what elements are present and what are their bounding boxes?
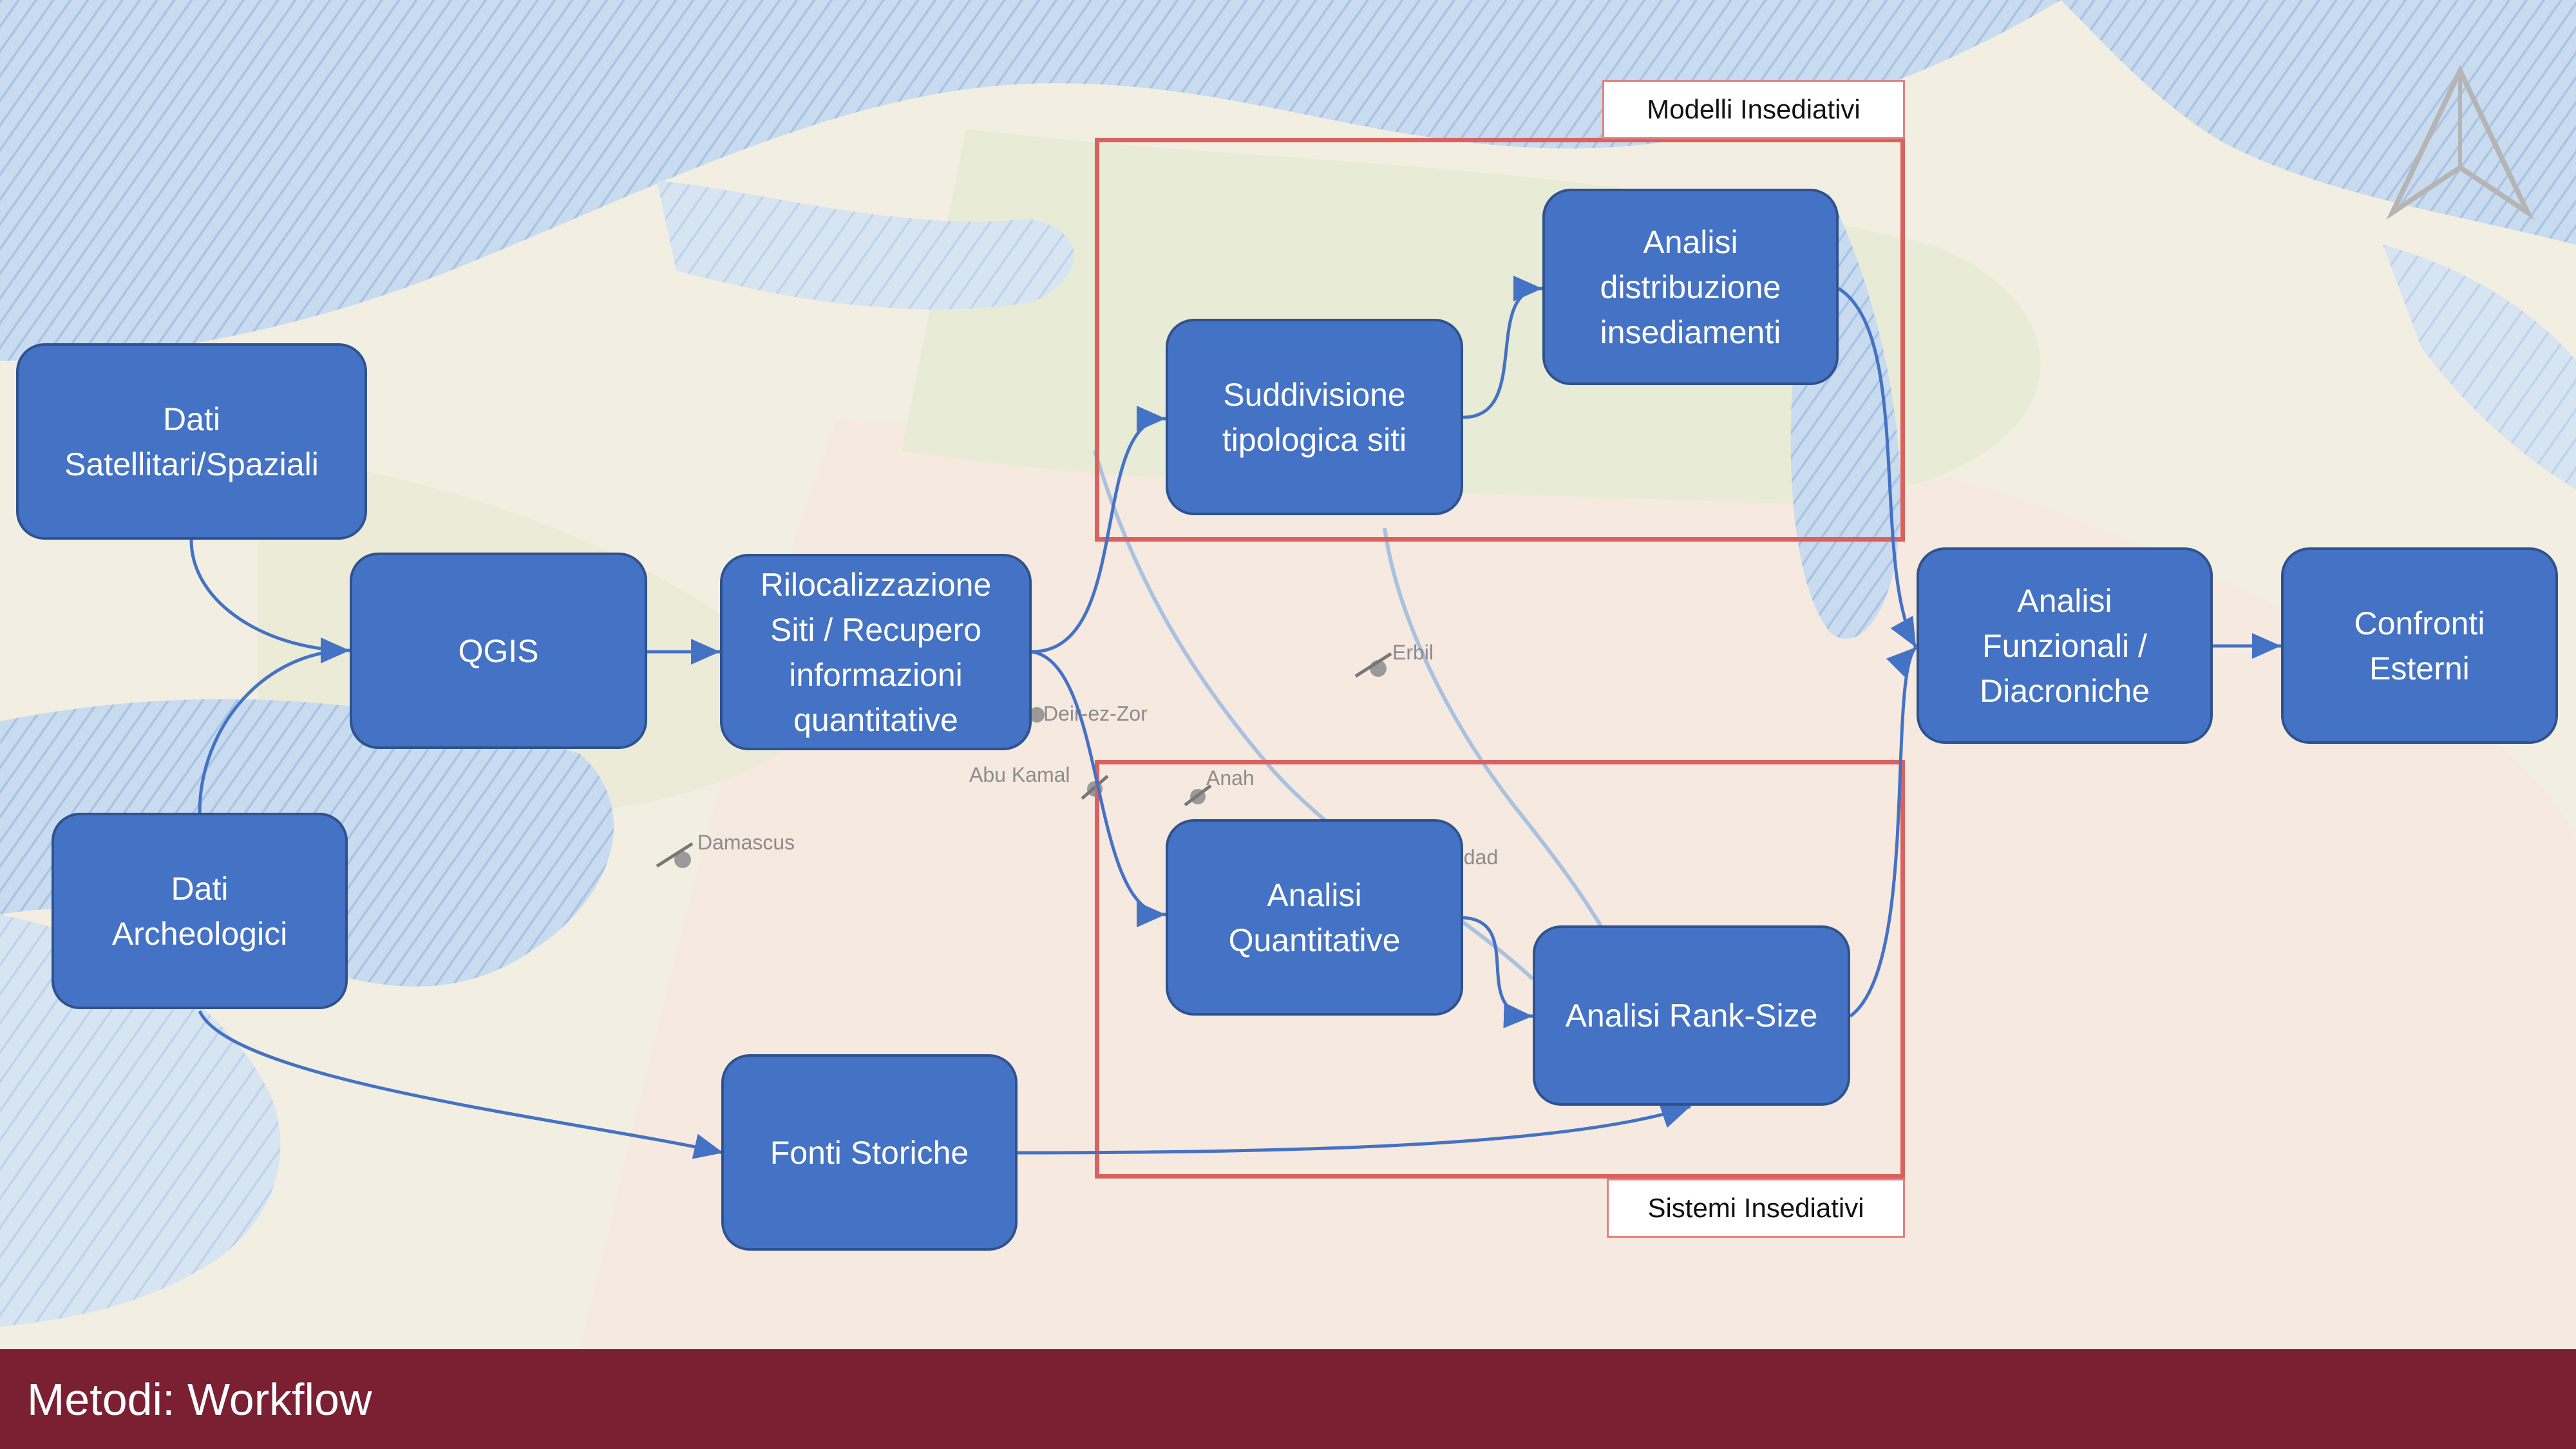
region-label-modelli-insediativi: Modelli Insediativi <box>1602 80 1905 139</box>
map-label-damascus: Damascus <box>697 831 795 854</box>
node-analisi-distribuzione[interactable]: Analisi distribuzione insediamenti <box>1542 189 1839 385</box>
map-label-erbil: Erbil <box>1392 641 1434 664</box>
node-analisi-quantitative[interactable]: Analisi Quantitative <box>1166 819 1463 1016</box>
node-fonti-storiche[interactable]: Fonti Storiche <box>721 1054 1018 1251</box>
node-qgis[interactable]: QGIS <box>350 553 647 749</box>
node-dati-archeologici[interactable]: Dati Archeologici <box>52 813 348 1009</box>
slide-title: Metodi: Workflow <box>27 1374 372 1425</box>
node-analisi-rank-size[interactable]: Analisi Rank-Size <box>1533 925 1850 1106</box>
map-label-deir-ez-zor: Deir-ez-Zor <box>1043 702 1148 725</box>
node-confronti-esterni[interactable]: Confronti Esterni <box>2281 547 2558 744</box>
footer-bar: Metodi: Workflow <box>0 1349 2576 1449</box>
node-analisi-funzionali[interactable]: Analisi Funzionali / Diacroniche <box>1917 547 2213 744</box>
node-dati-satellitari[interactable]: Dati Satellitari/Spaziali <box>16 343 367 540</box>
node-rilocalizzazione[interactable]: Rilocalizzazione Siti / Recupero informa… <box>720 554 1032 750</box>
map-label-abu-kamal: Abu Kamal <box>969 763 1070 786</box>
region-label-sistemi-insediativi: Sistemi Insediativi <box>1607 1179 1905 1238</box>
node-suddivisione-tipologica[interactable]: Suddivisione tipologica siti <box>1166 319 1463 515</box>
map-label-anah: Anah <box>1206 766 1255 790</box>
